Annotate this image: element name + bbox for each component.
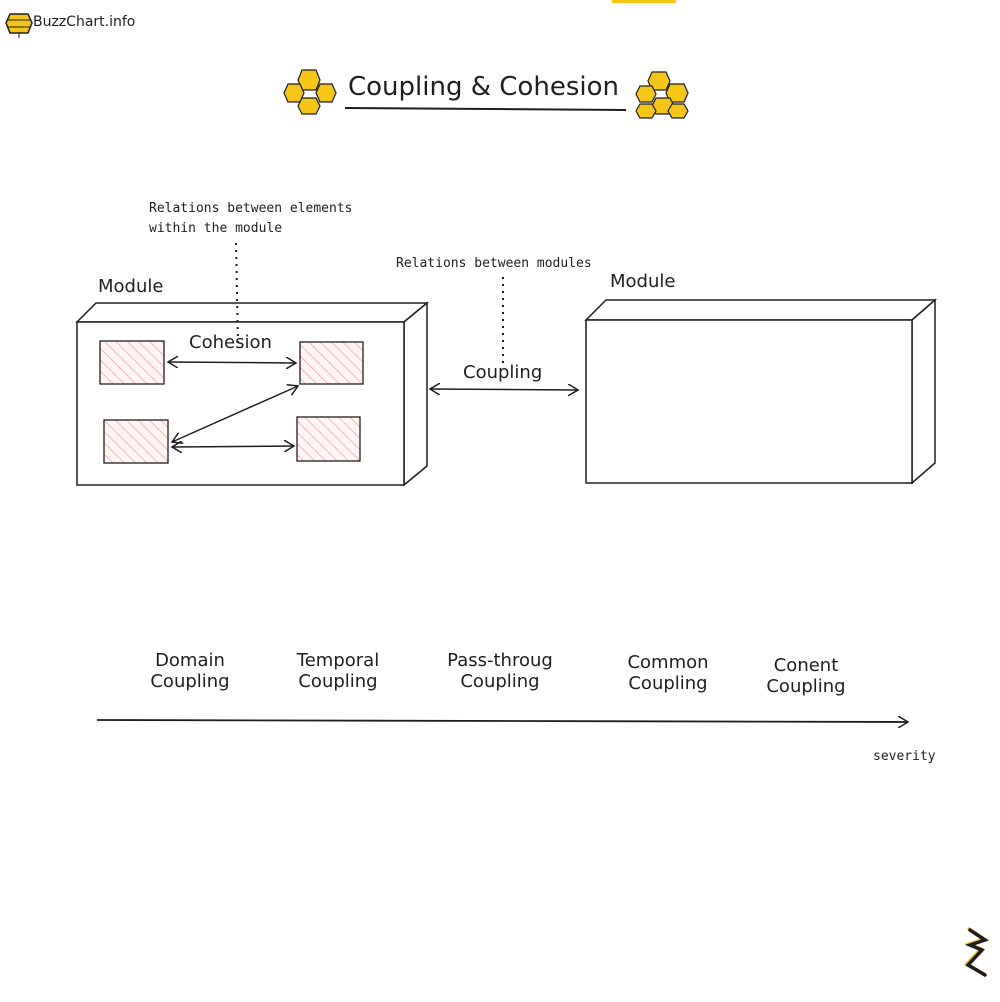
severity-axis-arrow <box>96 720 908 722</box>
cohesion-arrows <box>168 362 298 447</box>
title-underline <box>344 107 627 111</box>
page-title: Coupling & Cohesion <box>348 72 619 102</box>
cohesion-label: Cohesion <box>189 332 272 353</box>
element-bottom-right <box>296 416 361 462</box>
bee-logo-icon <box>5 13 33 38</box>
honeycomb-right-icon <box>635 71 689 119</box>
module-elements <box>99 340 364 464</box>
severity-label: severity <box>873 749 936 764</box>
cohesion-leader-line <box>235 242 239 346</box>
element-bottom-left <box>103 419 169 464</box>
cohesion-note-line2: within the module <box>149 221 283 236</box>
coupling-note: Relations between modules <box>396 256 592 271</box>
element-top-left <box>99 340 165 385</box>
right-module-box <box>584 298 938 485</box>
left-module-label: Module <box>98 276 164 297</box>
coupling-label: Coupling <box>463 362 543 383</box>
brand-mark-icon <box>964 927 989 977</box>
honeycomb-left-icon <box>283 69 337 115</box>
cohesion-note-line1: Relations between elements <box>149 201 353 216</box>
right-module-label: Module <box>610 271 676 292</box>
coupling-arrow <box>430 389 578 390</box>
element-top-right <box>299 341 364 385</box>
top-accent-bar <box>612 0 676 3</box>
brand-name[interactable]: BuzzChart.info <box>33 14 136 30</box>
